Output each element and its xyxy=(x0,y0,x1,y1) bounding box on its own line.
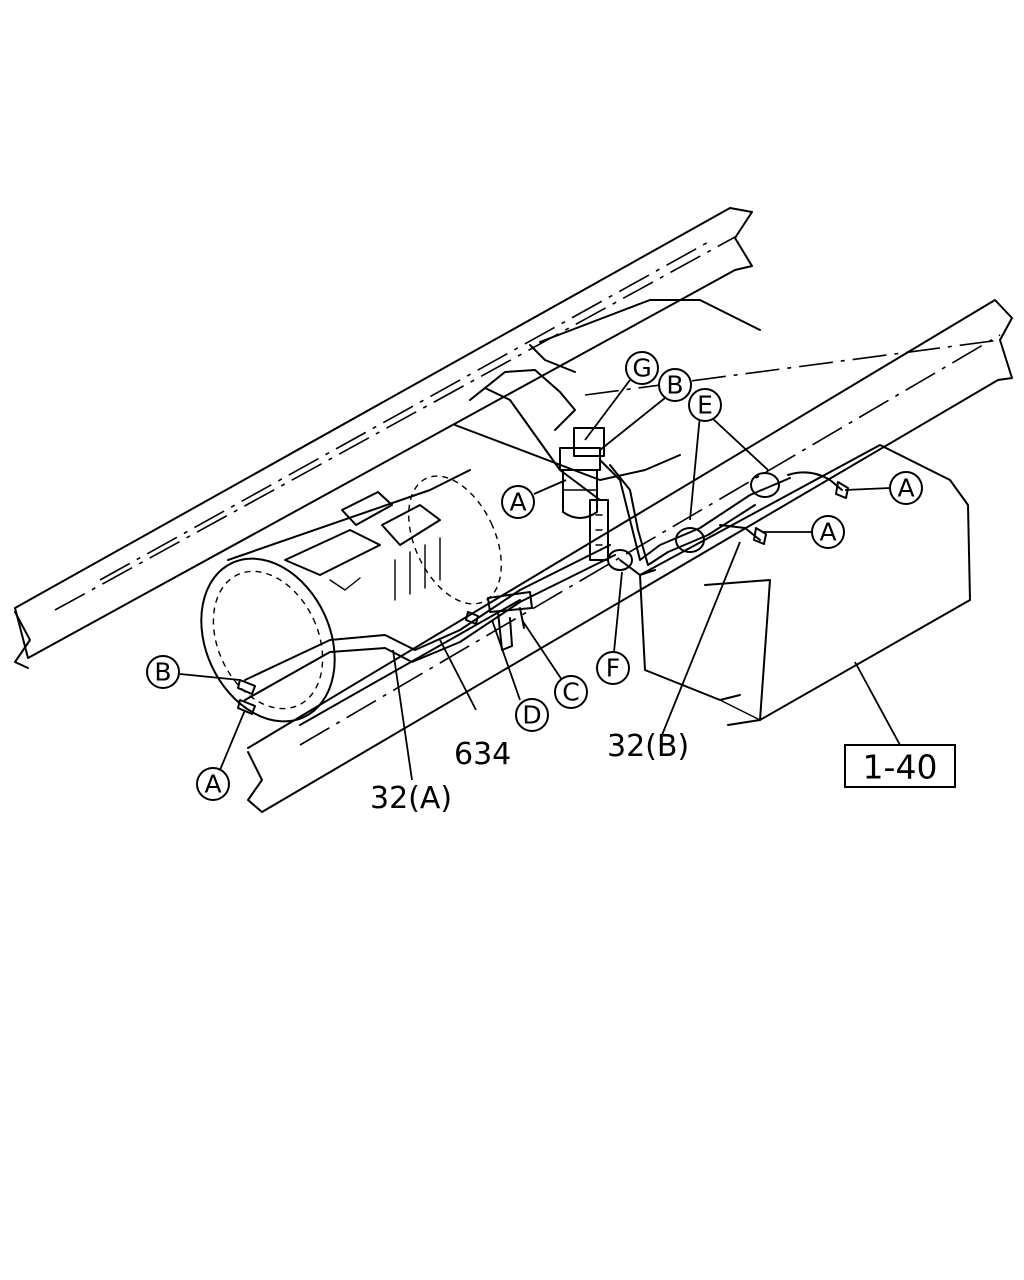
callout-a-left-label: A xyxy=(204,770,221,799)
callout-g-label: G xyxy=(632,354,651,383)
callout-b-left-label: B xyxy=(154,658,171,687)
callout-a-left: A xyxy=(196,767,230,801)
frame-rail-lower xyxy=(247,299,1013,813)
transmission xyxy=(200,469,521,726)
callout-f: F xyxy=(596,651,630,685)
part-number-32a: 32(A) xyxy=(370,781,452,816)
callout-e: E xyxy=(688,388,722,422)
callout-a-right-upper: A xyxy=(889,471,923,505)
callout-e-label: E xyxy=(697,391,713,420)
reference-box[interactable]: 1-40 xyxy=(844,744,956,788)
callout-c-label: C xyxy=(562,678,579,707)
callout-f-label: F xyxy=(606,654,620,683)
callout-b-top: B xyxy=(658,368,692,402)
fuel-lines xyxy=(244,459,843,701)
hose-clamps xyxy=(237,472,849,715)
callout-a-right-upper-label: A xyxy=(897,474,914,503)
callout-d-label: D xyxy=(522,701,541,730)
cross-member xyxy=(454,299,761,501)
fuel-filter xyxy=(559,427,609,561)
callout-a-filter-label: A xyxy=(509,488,526,517)
leader-lines xyxy=(179,379,901,781)
callout-a-filter: A xyxy=(501,485,535,519)
callout-c: C xyxy=(554,675,588,709)
part-number-634: 634 xyxy=(454,737,511,772)
part-number-32b: 32(B) xyxy=(607,729,689,764)
callout-a-right-lower-label: A xyxy=(819,518,836,547)
frame-rail-upper xyxy=(14,207,753,669)
callout-d: D xyxy=(515,698,549,732)
callout-b-top-label: B xyxy=(666,371,683,400)
callout-a-right-lower: A xyxy=(811,515,845,549)
callout-g: G xyxy=(625,351,659,385)
fuel-tank xyxy=(639,444,971,726)
reference-label: 1-40 xyxy=(863,748,938,787)
callout-b-left: B xyxy=(146,655,180,689)
